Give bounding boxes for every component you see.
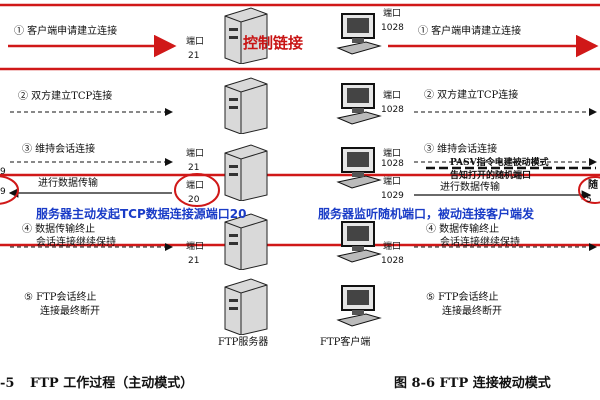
server-icon	[224, 278, 268, 335]
right-step3-label: ③ 维持会话连接	[424, 144, 498, 155]
left-data-transfer-label: 进行数据传输	[38, 178, 98, 189]
port-number: 1028	[381, 23, 404, 33]
computer-icon	[336, 147, 382, 189]
port-label: 端口	[186, 149, 205, 159]
figure-caption-active: FTP 工作过程（主动模式）	[30, 376, 194, 391]
server-icon	[224, 213, 268, 270]
edge-fragment: 随	[588, 180, 598, 191]
port20-highlight	[174, 173, 220, 207]
server-icon	[224, 144, 268, 201]
left-disconnect-label: 连接最终断开	[40, 306, 100, 317]
edge-fragment: 9	[0, 187, 6, 197]
port-number: 1028	[381, 256, 404, 266]
pasv-note-line1: PASV指令电建被动模式	[450, 158, 549, 168]
left-step4-label: ④ 数据传输终止	[22, 224, 96, 235]
right-keep-session-label: 会话连接继续保持	[440, 237, 520, 248]
right-step1-label: ① 客户端申请建立连接	[418, 26, 522, 37]
left-step2-label: ② 双方建立TCP连接	[18, 91, 113, 102]
port-label: 端口	[186, 37, 205, 47]
edge-fragment: 9	[0, 167, 6, 177]
port-number: 21	[188, 163, 200, 173]
ftp-client-label: FTP客户端	[320, 337, 371, 348]
server-passive-note: 服务器监听随机端口，被动连接客户端发	[318, 207, 535, 221]
port-number: 21	[188, 51, 200, 61]
left-keep-session-label: 会话连接继续保持	[36, 237, 116, 248]
ftp-server-label: FTP服务器	[218, 337, 269, 348]
left-step5-label: ⑤ FTP会话终止	[24, 292, 97, 303]
pasv-note-line2: 告知打开的随机端口	[450, 171, 532, 181]
port-label: 端口	[383, 242, 402, 252]
port-number: 21	[188, 256, 200, 266]
right-data-transfer-label: 进行数据传输	[440, 182, 500, 193]
port-label: 端口	[186, 242, 205, 252]
port-label: 端口	[383, 91, 402, 101]
computer-icon	[336, 285, 382, 327]
server-active-note: 服务器主动发起TCP数据连接源端口20	[36, 207, 247, 221]
port-number: 1028	[381, 105, 404, 115]
figure-prefix: -5	[0, 376, 15, 391]
control-link-box	[0, 3, 600, 71]
computer-icon	[336, 221, 382, 263]
data-link-box	[0, 173, 600, 247]
edge-fragment: 5	[586, 195, 592, 205]
right-step2-label: ② 双方建立TCP连接	[424, 90, 519, 101]
port-number-1029: 1029	[381, 191, 404, 201]
port-number-20: 20	[188, 195, 200, 205]
control-link-title: 控制链接	[243, 34, 304, 52]
computer-icon	[336, 83, 382, 125]
port-label: 端口	[383, 9, 402, 19]
left-step1-label: ① 客户端申请建立连接	[14, 26, 118, 37]
right-disconnect-label: 连接最终断开	[442, 306, 502, 317]
port-label: 端口	[383, 149, 402, 159]
server-icon	[224, 7, 268, 64]
figure-caption-passive: 图 8-6 FTP 连接被动模式	[394, 376, 551, 391]
server-icon	[224, 77, 268, 134]
right-step4-label: ④ 数据传输终止	[426, 224, 500, 235]
left-step3-label: ③ 维持会话连接	[22, 144, 96, 155]
port-label: 端口	[186, 181, 205, 191]
port-label: 端口	[383, 177, 402, 187]
computer-icon	[336, 13, 382, 55]
port-number: 1028	[381, 159, 404, 169]
right-step5-label: ⑤ FTP会话终止	[426, 292, 499, 303]
